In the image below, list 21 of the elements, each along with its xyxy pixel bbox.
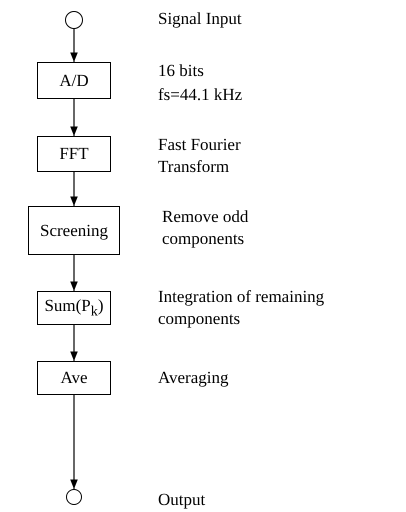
process-box: Screening (28, 206, 120, 255)
process-box: Sum(P$_{k}$) (37, 291, 111, 325)
step-description: Integration of remaining components (158, 286, 326, 330)
arrow (70, 395, 78, 489)
arrow (70, 29, 78, 62)
step-description: fs=44.1 kHz (158, 84, 244, 106)
arrow (70, 255, 78, 291)
io-label: Output (158, 490, 206, 510)
step-description: Fast Fourier Transform (158, 134, 242, 178)
terminal-circle (66, 489, 82, 505)
io-label: Signal Input (158, 9, 242, 29)
step-description: Averaging (158, 367, 230, 389)
process-box: Ave (37, 361, 111, 395)
step-description: Remove odd components (162, 206, 250, 250)
arrow (70, 325, 78, 361)
arrow (70, 172, 78, 206)
arrow (70, 99, 78, 136)
process-box: FFT (37, 136, 111, 172)
step-description: 16 bits (158, 60, 205, 82)
process-box: A/D (37, 62, 111, 99)
terminal-circle (65, 11, 83, 29)
